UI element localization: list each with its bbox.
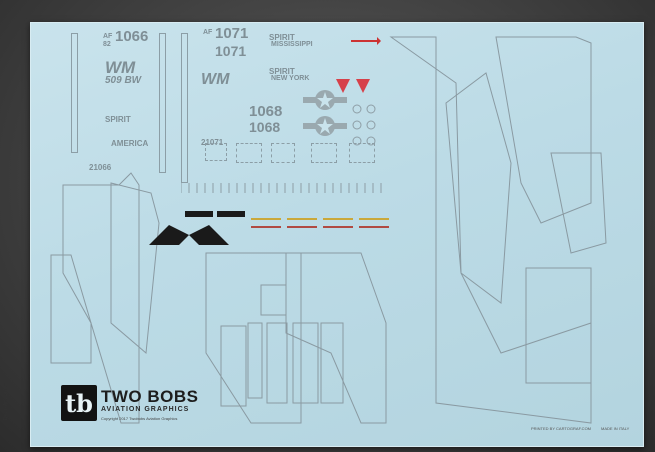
brand-title: TWO BOBS [101, 387, 199, 406]
code-wm: WM [105, 58, 136, 77]
panel-square-3 [271, 143, 295, 163]
brand-copyright: Copyright 2017 Twobobs Aviation Graphics [101, 416, 178, 421]
star-bar-insignia-1 [303, 90, 347, 110]
warning-triangle-icons [336, 79, 370, 93]
code-wm-2: WM [201, 71, 230, 88]
name-america: AMERICA [111, 139, 149, 148]
panel-outlines [50, 36, 607, 424]
serial-1068-b: 1068 [249, 119, 281, 135]
serial-1071-b: 1071 [215, 43, 247, 59]
made-in: MADE IN ITALY [601, 426, 630, 431]
decal-sheet: AF 82 1066 AF 1071 1071 1068 1068 WM 509… [30, 22, 644, 447]
side-credit: Decal Artwork by [3, 382, 9, 420]
panel-square-2 [236, 143, 262, 163]
tail-number-2: 21071 [201, 138, 224, 147]
two-bobs-logo: tb [61, 385, 97, 421]
serial-prefix-af: AF [103, 33, 113, 40]
panel-square-5 [349, 143, 375, 163]
red-arrow-icons [351, 37, 381, 45]
panel-square-4 [311, 143, 337, 163]
serial-prefix-year: 82 [103, 41, 111, 48]
name-new-york: NEW YORK [271, 75, 310, 82]
colored-stencil-strips [251, 218, 389, 228]
black-stencil-2 [217, 211, 245, 217]
tail-number: 21066 [89, 163, 112, 172]
name-spirit-3: SPIRIT [269, 67, 295, 76]
serial-1071: 1071 [215, 25, 249, 42]
name-mississippi: MISSISSIPPI [271, 41, 313, 48]
stripe-left-2 [159, 33, 166, 173]
black-stencil-1 [185, 211, 213, 217]
star-bar-insignia-2 [303, 116, 347, 136]
name-spirit-2: SPIRIT [269, 33, 295, 42]
stencil-strips [181, 183, 382, 193]
panel-square-1 [205, 143, 227, 161]
printed-by: PRINTED BY CARTOGRAF.COM [531, 426, 592, 431]
black-chevron-decals [149, 225, 229, 245]
serial-prefix-af-2: AF [203, 29, 213, 36]
stripe-left-3 [181, 33, 188, 183]
wing-509bw: 509 BW [105, 75, 142, 86]
serial-1066: 1066 [115, 28, 149, 45]
name-spirit-1: SPIRIT [105, 115, 131, 124]
small-circle-decals [352, 104, 376, 146]
brand-subtitle: AVIATION GRAPHICS [101, 406, 190, 413]
serial-1068: 1068 [249, 103, 283, 120]
stripe-left-1 [71, 33, 78, 153]
